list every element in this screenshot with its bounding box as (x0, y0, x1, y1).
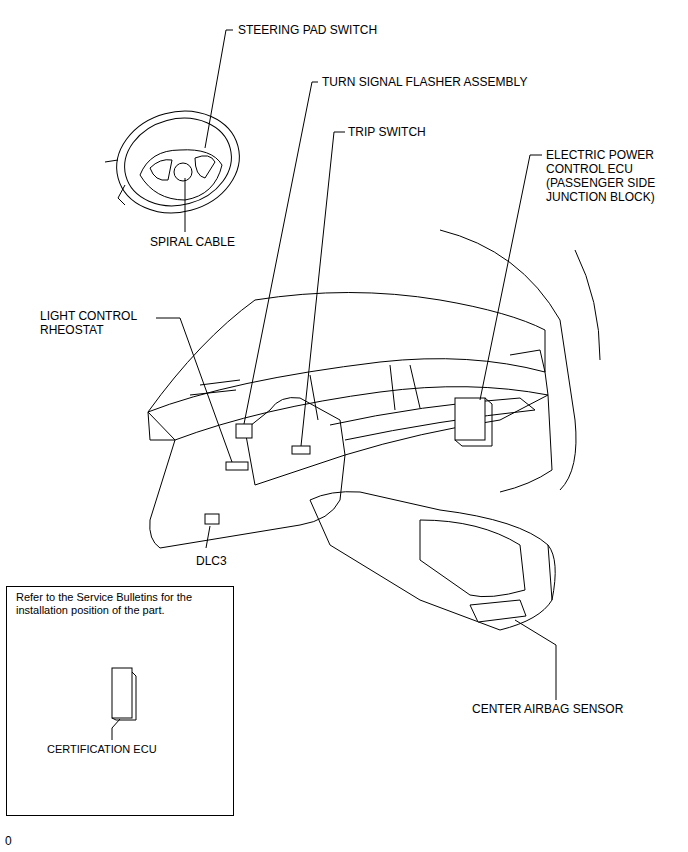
part-label: ELECTRIC POWER CONTROL ECU (PASSENGER SI… (546, 148, 678, 204)
part-label: SPIRAL CABLE (150, 235, 235, 249)
note-box: Refer to the Service Bulletins for the i… (6, 586, 234, 816)
part-label: TURN SIGNAL FLASHER ASSEMBLY (322, 75, 527, 89)
part-label: LIGHT CONTROL RHEOSTAT (40, 309, 150, 337)
part-label: DLC3 (196, 554, 227, 568)
part-label: CENTER AIRBAG SENSOR (472, 702, 623, 716)
page-number: 0 (5, 834, 12, 848)
part-label: CERTIFICATION ECU (47, 743, 157, 756)
part-label: STEERING PAD SWITCH (238, 23, 377, 37)
part-label: TRIP SWITCH (348, 125, 426, 139)
note-text: Refer to the Service Bulletins for the i… (16, 591, 228, 617)
